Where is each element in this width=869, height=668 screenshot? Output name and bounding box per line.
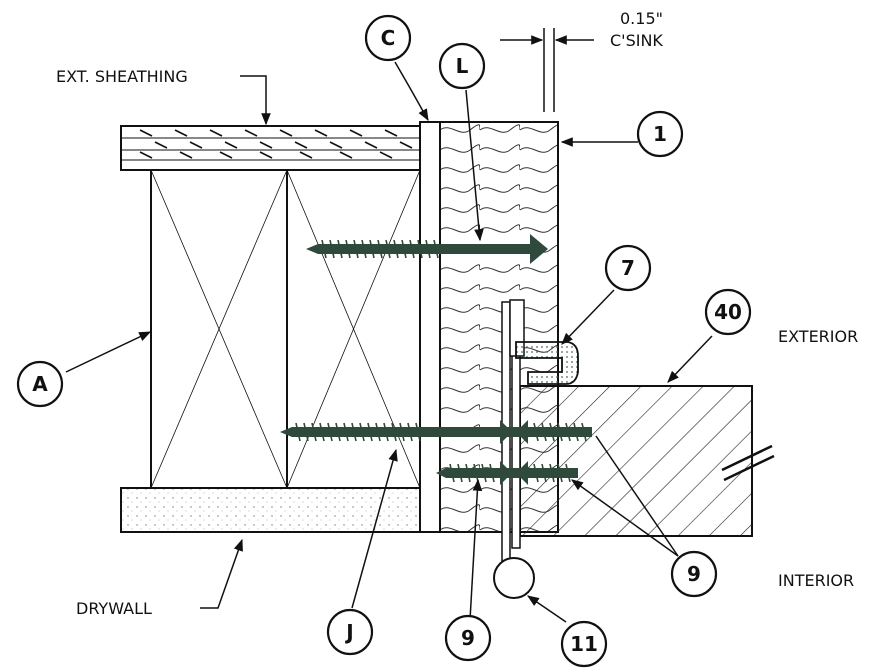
svg-text:11: 11: [570, 632, 598, 656]
csink-label: C'SINK: [610, 31, 663, 50]
callout-11: 11: [560, 620, 608, 668]
callout-9-right: 9: [670, 550, 718, 598]
callout-40: 40: [704, 288, 752, 336]
callout-l: L: [438, 42, 486, 90]
svg-text:7: 7: [621, 256, 635, 280]
svg-text:L: L: [456, 54, 469, 78]
screw-9: [436, 461, 578, 485]
window-sill: [519, 385, 775, 537]
callout-9-bottom: 9: [444, 614, 492, 662]
svg-text:J: J: [344, 620, 353, 644]
svg-text:9: 9: [687, 562, 701, 586]
ext-sheathing-label: EXT. SHEATHING: [56, 67, 188, 86]
sealant-layer: [419, 121, 441, 533]
svg-text:C: C: [381, 26, 396, 50]
svg-text:9: 9: [461, 626, 475, 650]
callout-j: J: [326, 608, 374, 656]
interior-label: INTERIOR: [778, 571, 854, 590]
svg-text:1: 1: [653, 122, 667, 146]
svg-text:A: A: [32, 372, 48, 396]
drywall-board: [120, 487, 421, 533]
csink-dimension: [500, 28, 594, 112]
callout-7: 7: [604, 244, 652, 292]
screw-l: [306, 234, 548, 264]
backer-rod: [493, 557, 535, 599]
drywall-label: DRYWALL: [76, 599, 152, 618]
callout-c: C: [364, 14, 412, 62]
callout-1: 1: [636, 110, 684, 158]
callout-a: A: [16, 360, 64, 408]
screw-j: [280, 420, 592, 444]
leader-lines: [65, 61, 713, 623]
csink-value: 0.15": [620, 9, 663, 28]
exterior-label: EXTERIOR: [778, 327, 858, 346]
exterior-sheathing: [120, 125, 421, 171]
svg-text:40: 40: [714, 300, 742, 324]
drip-gasket: [515, 341, 579, 385]
